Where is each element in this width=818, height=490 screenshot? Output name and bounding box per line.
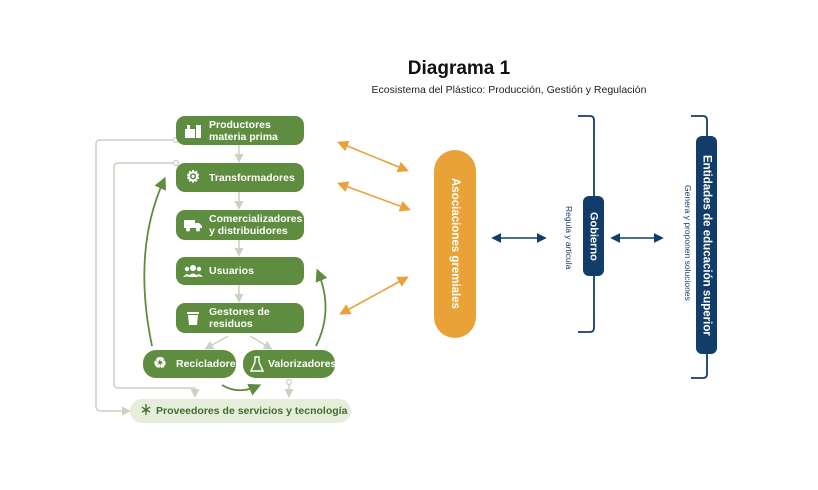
arrow-asoc-prod — [337, 140, 409, 173]
transformadores-label: Transformadores — [209, 171, 295, 184]
node-proveedores: Proveedores de servicios y tecnología — [130, 399, 351, 423]
arrow-rec-trans — [143, 176, 166, 347]
arrow-gest-rec — [204, 335, 229, 350]
trash-bin-icon — [182, 307, 204, 329]
arrow-rec-val — [221, 383, 262, 396]
gears-icon: ⚙ — [185, 168, 201, 186]
factory-icon — [182, 120, 204, 142]
diagram-title: Diagrama 1 — [407, 58, 511, 79]
node-transformadores: ⚙ Transformadores — [176, 163, 304, 192]
node-gobierno: Gobierno — [583, 196, 604, 276]
usuarios-label: Usuarios — [209, 265, 254, 277]
loop-transformadores — [113, 162, 200, 398]
node-educacion: Entidades de educación superior — [696, 136, 717, 354]
users-icon — [182, 260, 204, 282]
productores-label: Productores materia prima — [209, 118, 278, 143]
arrow-val-usu — [315, 268, 328, 347]
truck-icon — [182, 214, 204, 236]
node-productores: Productores materia prima — [176, 116, 304, 145]
node-asociaciones: Asociaciones gremiales — [434, 150, 476, 338]
node-valorizadores: Valorizadores — [243, 350, 337, 378]
node-comercializadores: Comercializadores y distribuidores — [176, 210, 304, 240]
node-recicladores: ♻ Recicladores — [143, 350, 241, 378]
node-gestores: Gestores de residuos — [176, 303, 304, 333]
valorizadores-label: Valorizadores — [268, 358, 337, 370]
node-usuarios: Usuarios — [176, 257, 304, 285]
proveedores-label: Proveedores de servicios y tecnología — [156, 405, 348, 417]
gestores-label: Gestores de residuos — [209, 306, 270, 330]
network-icon — [140, 403, 152, 419]
arrow-asoc-trans — [336, 181, 412, 212]
educacion-note: Genera y proponen soluciones — [683, 185, 693, 301]
arrow-gest-val — [249, 335, 273, 350]
loop-productores — [95, 139, 176, 416]
recycle-icon: ♻ — [153, 355, 167, 372]
diagram-subtitle: Ecosistema del Plástico: Producción, Ges… — [371, 84, 647, 96]
arrow-asoc-gest — [339, 276, 409, 315]
comercializadores-label: Comercializadores y distribuidores — [209, 213, 303, 237]
gobierno-note: Regula y articula — [564, 206, 574, 270]
flask-icon — [249, 353, 265, 375]
recicladores-label: Recicladores — [176, 358, 242, 370]
